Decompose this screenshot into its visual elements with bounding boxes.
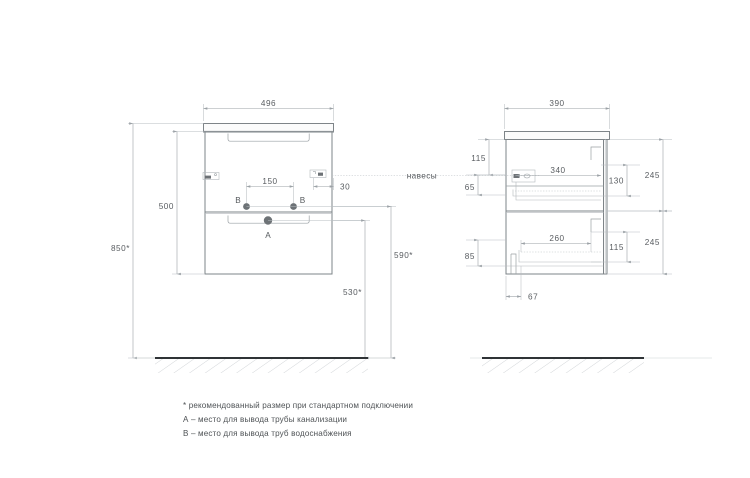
note-line-2: А – место для вывода трубы канализации <box>183 415 347 424</box>
dim-label-85: 85 <box>465 252 475 261</box>
dim-label-67: 67 <box>528 293 538 302</box>
side-ground-line <box>470 356 712 373</box>
side-upper-drawer-face <box>590 146 601 160</box>
hanger-bracket-icon-left <box>202 172 220 180</box>
dim-side-depth-390: 390 <box>504 99 610 129</box>
dim-label-side-115-top: 115 <box>471 154 486 163</box>
dim-side-130: 130 <box>601 163 640 198</box>
side-ground-hatch <box>482 359 644 373</box>
notes-block: * рекомендованный размер при стандартном… <box>183 401 413 438</box>
dim-side-260: 260 <box>520 232 592 252</box>
dim-label-130: 130 <box>609 177 624 186</box>
dim-label-245-bottom: 245 <box>645 238 660 247</box>
dim-label-390: 390 <box>549 99 564 108</box>
dim-side-245-bottom: 245 <box>607 209 672 276</box>
side-cabinet-body <box>505 138 608 275</box>
dim-label-496: 496 <box>261 99 276 108</box>
front-cabinet-body <box>204 130 333 275</box>
hanger-label: навесы <box>407 172 437 181</box>
dim-front-width-496: 496 <box>203 99 334 121</box>
label-water-left: B <box>235 196 241 205</box>
note-line-1: * рекомендованный размер при стандартном… <box>183 401 413 410</box>
dim-label-side-115-lower: 115 <box>609 243 624 252</box>
side-lower-drawer-face <box>590 218 601 232</box>
dim-side-115-lower: 115 <box>591 230 640 264</box>
dim-label-150: 150 <box>262 177 277 186</box>
dim-label-500: 500 <box>159 202 174 211</box>
label-sewer: A <box>265 231 271 240</box>
note-line-3: В – место для вывода труб водоснабжения <box>183 429 352 438</box>
dim-front-height-500: 500 <box>159 130 205 276</box>
dim-front-height-590: 590* <box>332 205 413 360</box>
label-water-right: B <box>300 196 306 205</box>
dim-label-850: 850* <box>111 244 130 253</box>
hanger-bracket-icon-right <box>309 169 327 178</box>
dim-label-245-top: 245 <box>645 171 660 180</box>
dim-side-340: 340 <box>515 166 602 177</box>
dim-front-height-530: 530* <box>332 219 370 360</box>
dim-front-offset-30: 30 <box>313 178 350 192</box>
dim-side-115-top: 115 <box>471 138 506 177</box>
dim-label-590: 590* <box>394 251 413 260</box>
dim-label-65: 65 <box>465 183 475 192</box>
side-view-group: 390 115 65 340 <box>437 99 712 373</box>
dim-side-67: 67 <box>505 266 538 302</box>
dim-label-340: 340 <box>550 166 565 175</box>
front-upper-drawer-handle <box>227 133 310 142</box>
dim-side-65: 65 <box>465 173 506 197</box>
front-ground-hatch <box>155 359 368 373</box>
dim-front-height-850: 850* <box>111 122 205 360</box>
dim-label-30: 30 <box>340 183 350 192</box>
dim-label-530: 530* <box>343 288 362 297</box>
front-countertop <box>203 123 334 133</box>
dim-side-245-top: 245 <box>607 138 672 213</box>
side-plinth <box>510 253 517 274</box>
dim-side-85: 85 <box>465 238 506 268</box>
dim-label-260: 260 <box>549 234 564 243</box>
front-ground-line <box>133 356 392 373</box>
dim-front-spacing-150: 150 <box>246 177 294 203</box>
front-view-group: B B A 496 500 <box>111 99 437 373</box>
side-countertop <box>504 131 610 140</box>
